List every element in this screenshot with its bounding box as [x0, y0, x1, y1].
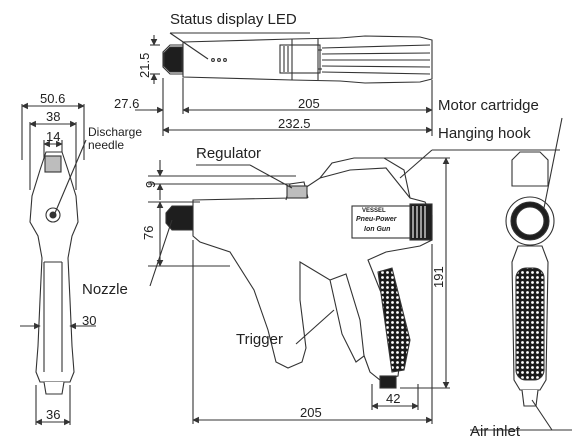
- dim-front-36: 36: [46, 407, 61, 422]
- front-view: [20, 102, 96, 426]
- dim-side-191: 191: [431, 266, 446, 288]
- dim-front-width: 50.6: [40, 91, 66, 106]
- top-view: [135, 32, 433, 136]
- trigger-label: Trigger: [236, 331, 283, 348]
- hanging-hook-label: Hanging hook: [438, 125, 531, 142]
- dim-side-42: 42: [386, 391, 401, 406]
- air-inlet-label: Air inlet: [470, 423, 521, 440]
- dim-nozzle-length: 27.6: [114, 96, 140, 111]
- rear-view: [470, 117, 572, 431]
- status-led-label: Status display LED: [170, 11, 297, 28]
- dim-total-length: 232.5: [278, 116, 311, 131]
- dim-front-14: 14: [46, 129, 61, 144]
- product-brand: VESSEL: [362, 208, 386, 214]
- dim-front-38: 38: [46, 109, 61, 124]
- product-line-2: Ion Gun: [364, 226, 391, 233]
- nozzle-label: Nozzle: [82, 281, 128, 298]
- side-view: [148, 149, 560, 424]
- product-line-1: Pneu-Power: [356, 216, 397, 223]
- dim-side-9: 9: [143, 180, 158, 188]
- dim-side-76: 76: [141, 225, 156, 240]
- discharge-needle-label-1: Discharge: [88, 125, 143, 139]
- dim-top-height: 21.5: [137, 52, 152, 78]
- motor-cartridge-label: Motor cartridge: [438, 97, 539, 114]
- dim-side-205: 205: [300, 405, 322, 420]
- discharge-needle-label-2: needle: [88, 138, 125, 152]
- regulator-label: Regulator: [196, 145, 262, 162]
- dim-body-length: 205: [298, 96, 320, 111]
- dim-front-30: 30: [82, 313, 97, 328]
